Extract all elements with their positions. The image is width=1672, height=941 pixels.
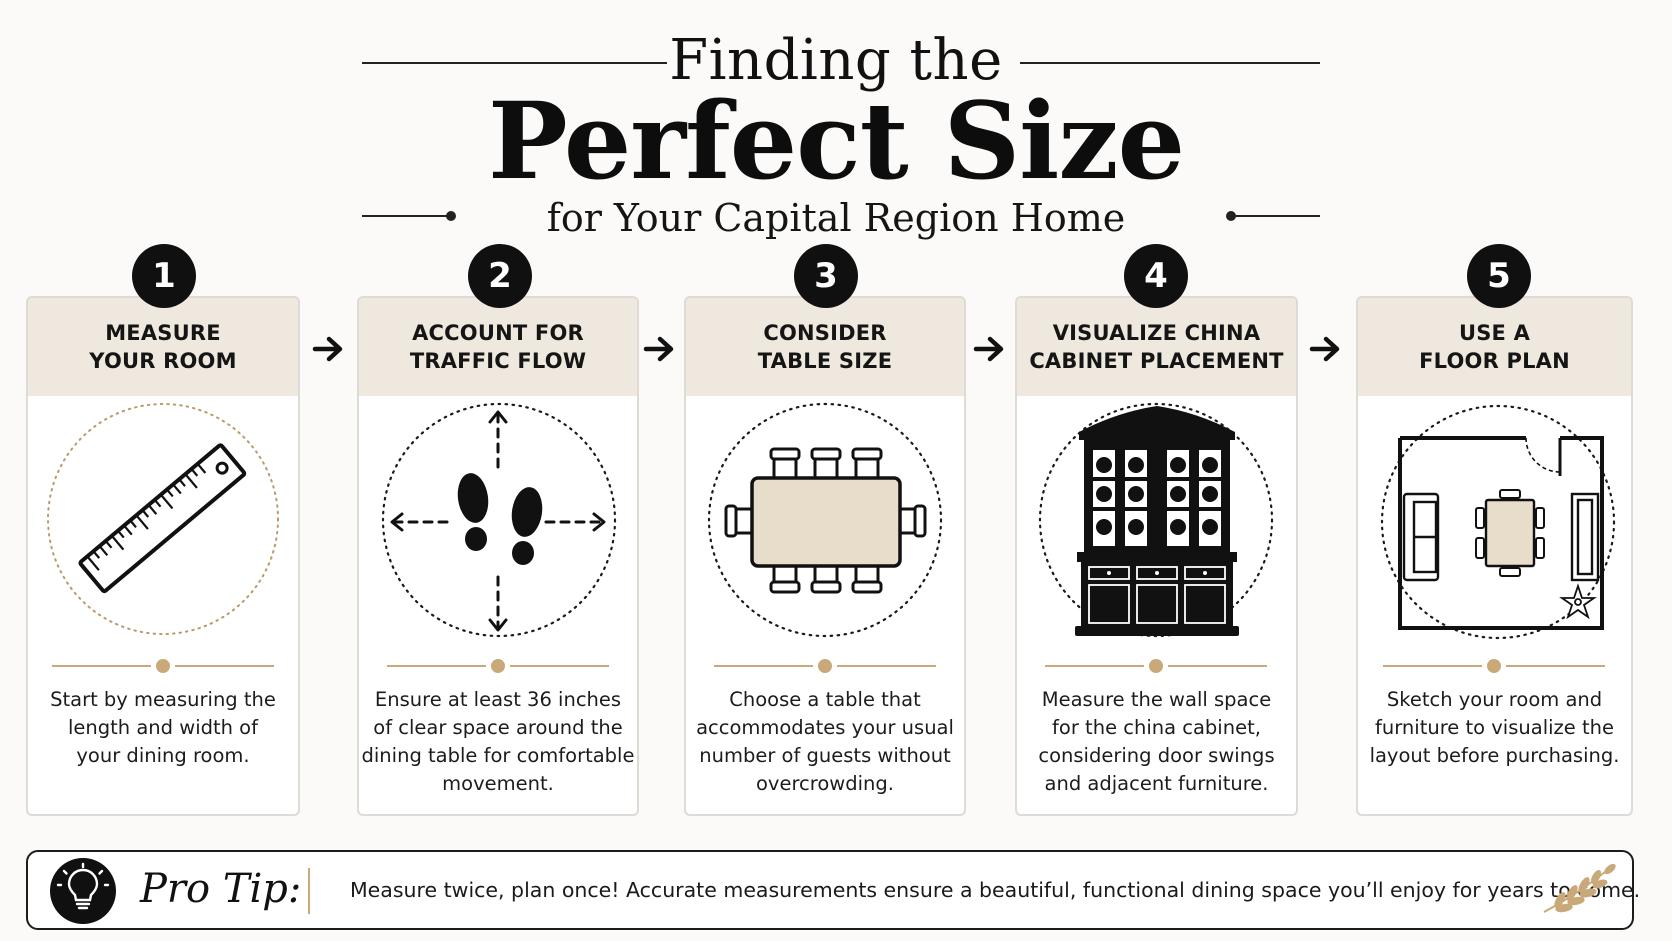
step-4-separator [1045,658,1267,674]
page-subtitle: for Your Capital Region Home [546,196,1126,240]
step-5-separator [1383,658,1605,674]
pro-tip-divider [308,868,310,914]
step-2-title-line-1: ACCOUNT FOR [412,321,584,345]
step-3-description: Choose a table that accommodates your us… [696,688,954,795]
floor-plan-icon [1380,404,1616,640]
step-3-header: CONSIDER TABLE SIZE [686,298,964,396]
title-line-1: Finding the [669,28,1003,93]
step-2-card: ACCOUNT FOR TRAFFIC FLOW [357,296,639,816]
step-4-title-line-1: VISUALIZE CHINA [1052,321,1261,345]
step-4-description: Measure the wall space for the china cab… [1038,688,1275,795]
step-1-number: 1 [132,244,196,308]
arrow-right-icon [973,336,1004,362]
step-1-separator [52,658,274,674]
step-4-number: 4 [1124,244,1188,308]
arrow-right-icon [643,336,674,362]
page-title: Perfect Size [487,78,1185,203]
step-2-header: ACCOUNT FOR TRAFFIC FLOW [359,298,637,396]
step-1-title-line-2: YOUR ROOM [89,349,237,373]
step-2-separator [387,658,609,674]
arrow-right-icon [312,336,343,362]
step-3-title-line-1: CONSIDER [763,321,887,345]
step-1-description: Start by measuring the length and width … [50,688,276,767]
step-1-card: MEASURE YOUR ROOM [26,296,300,816]
step-2-title-line-2: TRAFFIC FLOW [409,349,587,373]
step-4-header: VISUALIZE CHINA CABINET PLACEMENT [1017,298,1296,396]
pro-tip-text: Measure twice, plan once! Accurate measu… [350,878,1641,902]
sub-rule-left [362,215,452,217]
header-rule-right [1020,62,1320,64]
step-5-description: Sketch your room and furniture to visual… [1369,688,1620,767]
step-1-header: MEASURE YOUR ROOM [28,298,298,396]
pro-tip-banner: Pro Tip: Measure twice, plan once! Accur… [26,850,1640,930]
step-4-title-line-2: CABINET PLACEMENT [1029,349,1284,373]
step-5-title-line-2: FLOOR PLAN [1419,349,1570,373]
header-rule-left [362,62,667,64]
header: Finding the Perfect Size for Your Capita… [0,0,1672,245]
sub-rule-right [1232,215,1320,217]
step-2-description: Ensure at least 36 inches of clear space… [361,688,635,795]
step-5-header: USE A FLOOR PLAN [1358,298,1631,396]
sub-rule-right-dot [1226,211,1236,221]
pro-tip-label: Pro Tip: [140,866,302,912]
laurel-sprig-icon [1543,863,1616,913]
step-5-number: 5 [1467,244,1531,308]
step-2-number: 2 [468,244,532,308]
step-3-separator [714,658,936,674]
china-cabinet-icon [1038,402,1274,638]
step-5-title-line-1: USE A [1458,321,1531,345]
dining-table-icon [707,402,943,638]
sub-rule-left-dot [446,211,456,221]
footprints-icon [381,402,617,638]
lightbulb-icon [50,858,116,924]
step-1-title-line-1: MEASURE [105,321,221,345]
step-3-title-line-2: TABLE SIZE [757,349,893,373]
arrow-right-icon [1309,336,1340,362]
step-3-number: 3 [794,244,858,308]
ruler-icon [47,403,279,635]
